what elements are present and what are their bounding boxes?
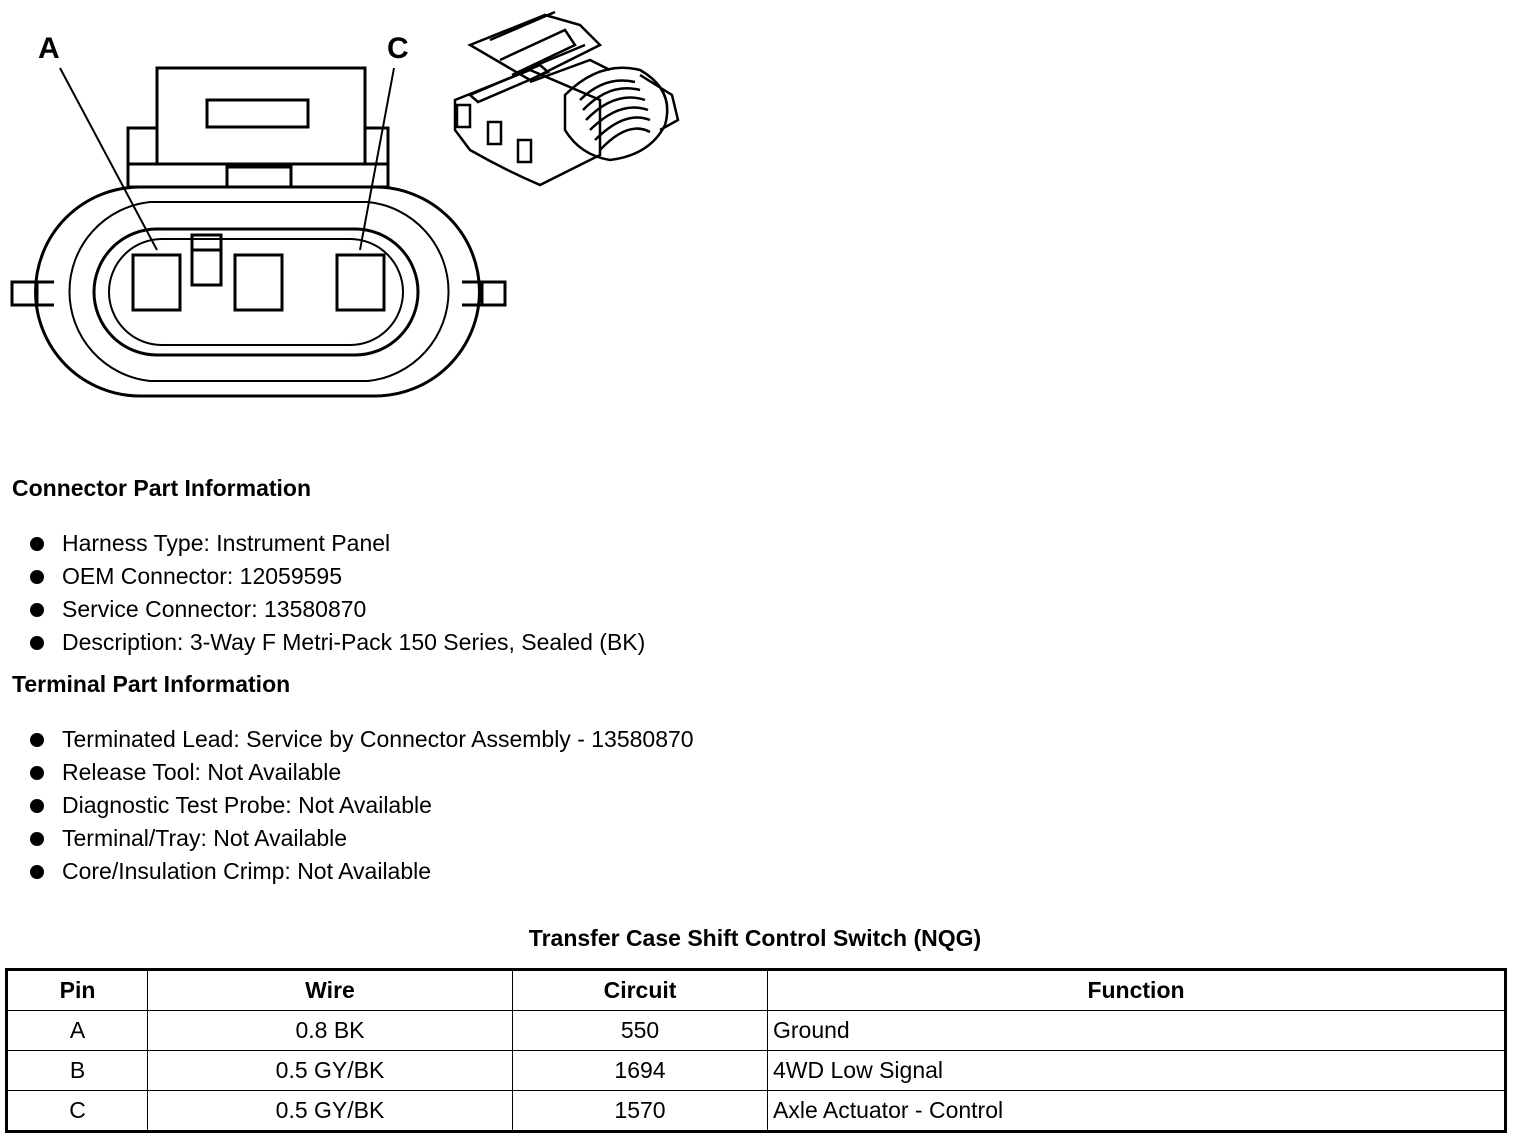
table-title: Transfer Case Shift Control Switch (NQG)	[528, 925, 982, 951]
table-row: B 0.5 GY/BK 1694 4WD Low Signal	[6, 1050, 1506, 1091]
terminal-info-list: Terminated Lead: Service by Connector As…	[28, 723, 694, 888]
header-function: Function	[767, 969, 1506, 1011]
cell-pin: B	[6, 1050, 148, 1091]
cell-circuit: 1570	[512, 1090, 768, 1132]
bullet-icon	[30, 832, 44, 846]
label-a: A	[38, 32, 60, 65]
connector-iso-view	[453, 10, 680, 187]
header-wire: Wire	[147, 969, 513, 1011]
cell-wire: 0.8 BK	[147, 1010, 513, 1051]
connector-info-list: Harness Type: Instrument Panel OEM Conne…	[28, 527, 645, 659]
list-item: Service Connector: 13580870	[28, 593, 645, 626]
bullet-icon	[30, 865, 44, 879]
bullet-icon	[30, 766, 44, 780]
table-header-row: Pin Wire Circuit Function	[6, 969, 1506, 1011]
cell-function: Ground	[767, 1010, 1506, 1051]
pin-table: Pin Wire Circuit Function A 0.8 BK 550 G…	[5, 968, 1507, 1133]
list-item: Harness Type: Instrument Panel	[28, 527, 645, 560]
list-item: OEM Connector: 12059595	[28, 560, 645, 593]
cell-wire: 0.5 GY/BK	[147, 1050, 513, 1091]
bullet-icon	[30, 733, 44, 747]
cell-function: 4WD Low Signal	[767, 1050, 1506, 1091]
header-pin: Pin	[6, 969, 148, 1011]
bullet-icon	[30, 603, 44, 617]
list-item: Core/Insulation Crimp: Not Available	[28, 855, 694, 888]
table-row: C 0.5 GY/BK 1570 Axle Actuator - Control	[6, 1090, 1506, 1132]
terminal-part-info-title: Terminal Part Information	[12, 671, 291, 697]
label-c: C	[387, 32, 409, 65]
cavity-b	[233, 253, 284, 312]
bullet-icon	[30, 570, 44, 584]
cell-circuit: 1694	[512, 1050, 768, 1091]
list-item: Description: 3-Way F Metri-Pack 150 Seri…	[28, 626, 645, 659]
bullet-icon	[30, 537, 44, 551]
connector-face-view	[10, 66, 507, 398]
cavity-a	[131, 253, 182, 312]
bullet-icon	[30, 636, 44, 650]
table-row: A 0.8 BK 550 Ground	[6, 1010, 1506, 1051]
cell-pin: C	[6, 1090, 148, 1132]
connector-diagram: A C	[10, 10, 680, 398]
header-circuit: Circuit	[512, 969, 768, 1011]
list-item: Terminated Lead: Service by Connector As…	[28, 723, 694, 756]
cell-wire: 0.5 GY/BK	[147, 1090, 513, 1132]
list-item: Release Tool: Not Available	[28, 756, 694, 789]
cell-pin: A	[6, 1010, 148, 1051]
bullet-icon	[30, 799, 44, 813]
cell-circuit: 550	[512, 1010, 768, 1051]
cell-function: Axle Actuator - Control	[767, 1090, 1506, 1132]
cavity-c	[335, 253, 386, 312]
list-item: Terminal/Tray: Not Available	[28, 822, 694, 855]
connector-part-info-title: Connector Part Information	[12, 475, 312, 501]
list-item: Diagnostic Test Probe: Not Available	[28, 789, 694, 822]
